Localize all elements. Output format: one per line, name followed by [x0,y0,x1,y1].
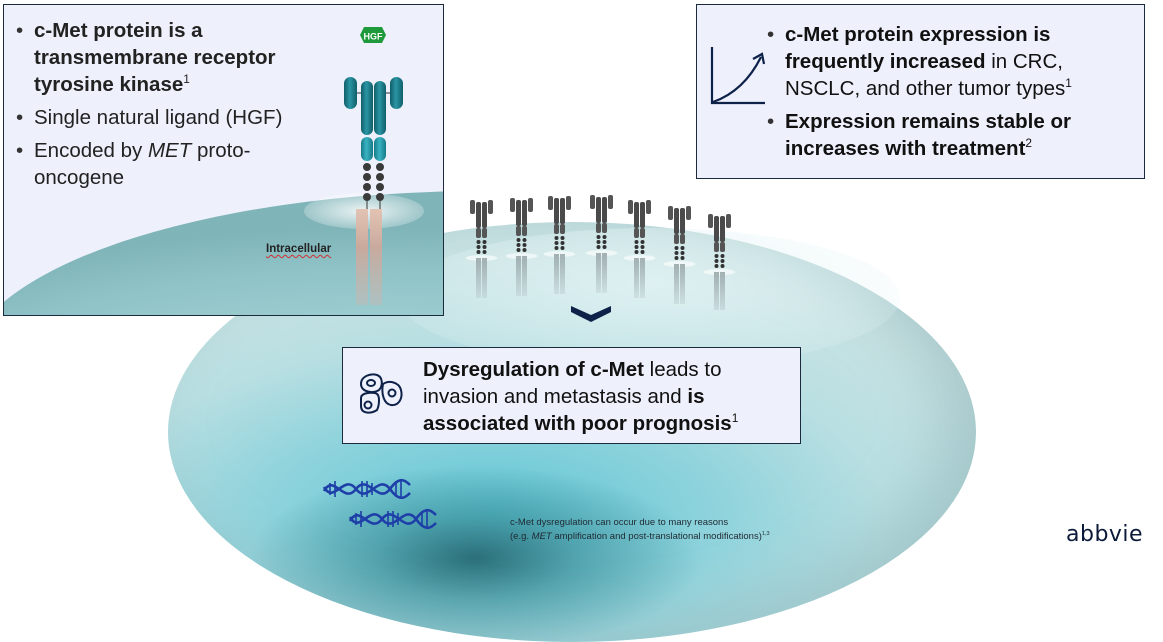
receptor-6 [663,206,696,304]
bullet-expression-increased: c-Met protein expression is frequently i… [761,21,1141,102]
cmet-receptor-illustration: HGF [344,27,403,305]
footnote: c-Met dysregulation can occur due to man… [510,517,770,542]
cells-icon [359,373,403,414]
expression-panel: c-Met protein expression is frequently i… [696,4,1145,179]
dna-icon [322,478,437,530]
hgf-label: HGF [364,32,384,42]
receptor-info-panel: c-Met protein is a transmembrane recepto… [3,4,444,316]
bullet-expression-stable: Expression remains stable or increases w… [761,108,1141,162]
chevron-down-icon [571,306,611,322]
receptor-bullets: c-Met protein is a transmembrane recepto… [10,17,340,197]
bullet-ligand: Single natural ligand (HGF) [10,104,340,131]
receptor-7 [703,214,736,310]
membrane-receptors [465,195,736,310]
hgf-ligand [360,27,386,43]
receptor-4 [585,195,618,293]
receptor-1 [465,200,498,298]
receptor-2 [505,198,538,296]
growth-curve-icon [710,47,766,105]
receptor-3 [543,196,576,294]
dysregulation-text: Dysregulation of c-Met leads to invasion… [423,358,739,435]
receptor-5 [623,200,656,298]
bullet-receptor-kinase: c-Met protein is a transmembrane recepto… [10,17,340,98]
intracellular-label: Intracellular [266,243,332,255]
abbvie-logo: abbvie [1066,522,1144,547]
bullet-encoded: Encoded by MET proto-oncogene [10,137,340,191]
dysregulation-panel: Dysregulation of c-Met leads to invasion… [342,347,801,444]
slide: c-Met protein is a transmembrane recepto… [0,0,1163,554]
expression-bullets: c-Met protein expression is frequently i… [761,21,1141,168]
